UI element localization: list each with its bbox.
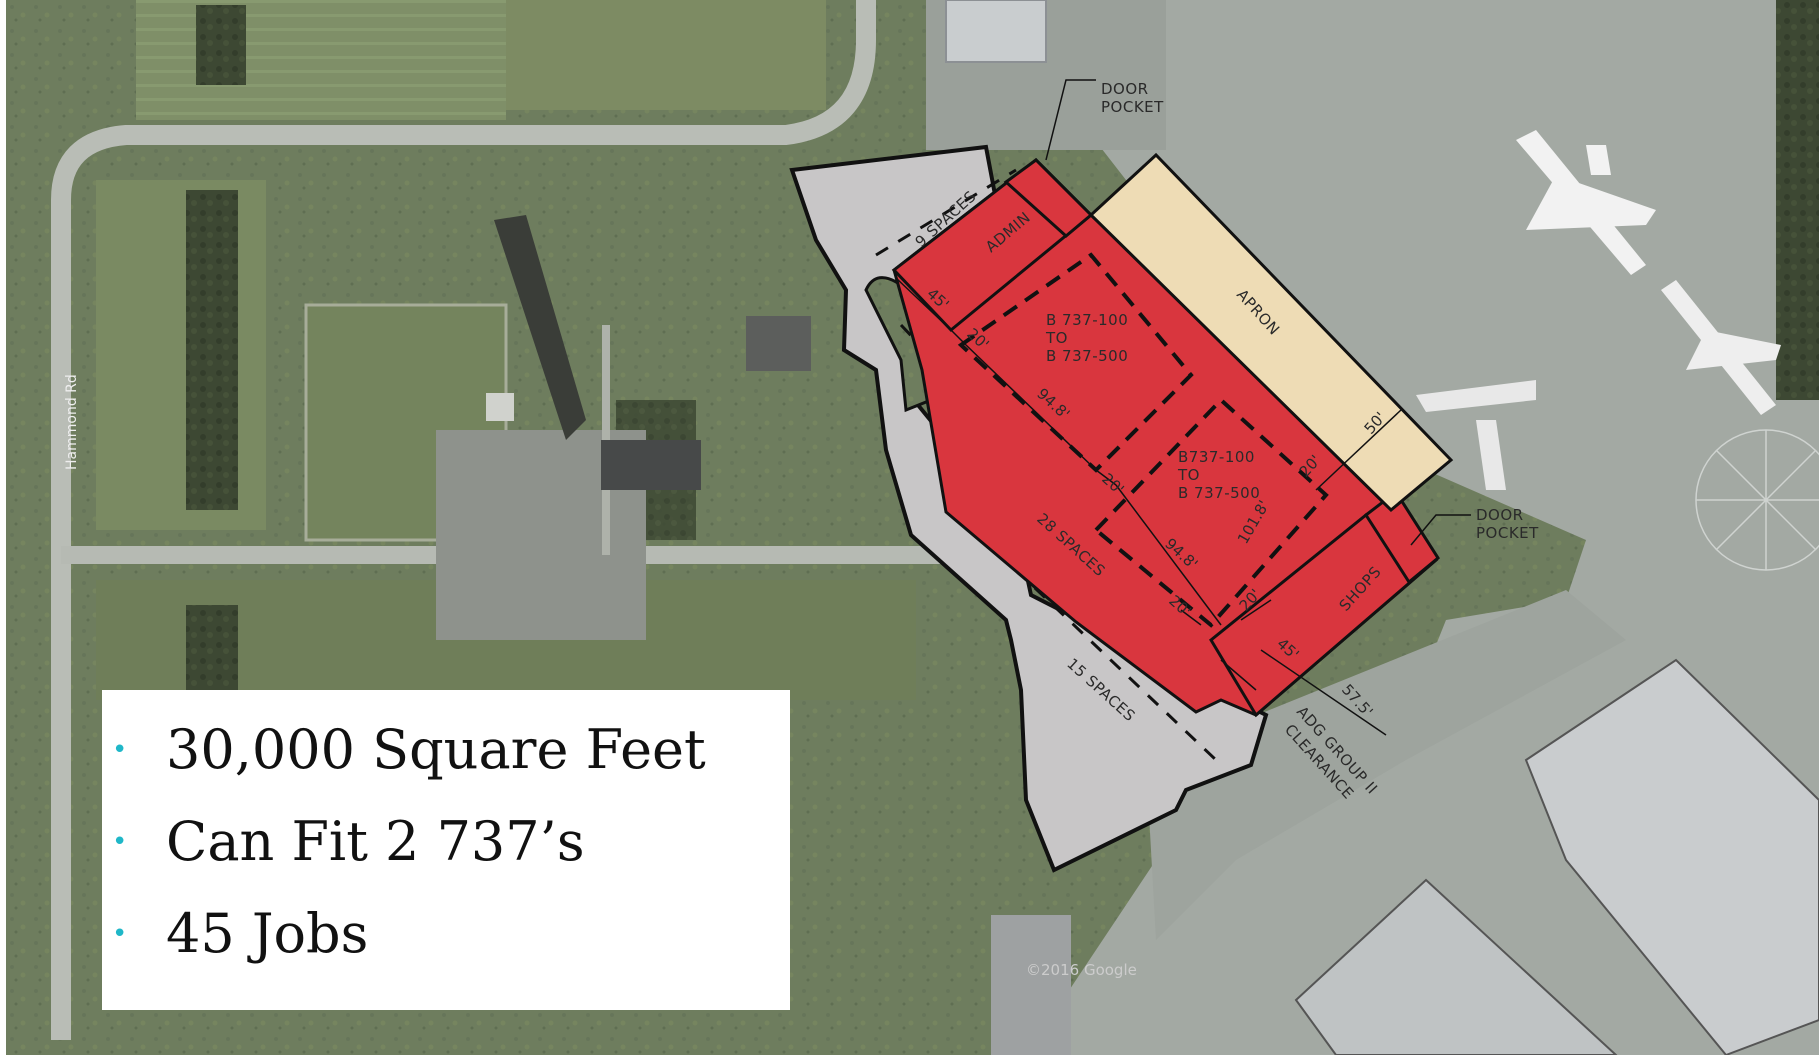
field-left — [96, 180, 266, 530]
summary-callout-box: • 30,000 Square Feet • Can Fit 2 737’s • 45… — [102, 690, 790, 1010]
access-road — [51, 0, 876, 1040]
terminal-building — [601, 440, 701, 490]
summary-item-area: • 30,000 Square Feet — [102, 704, 790, 796]
summary-item-text: Can Fit 2 737’s — [166, 810, 585, 873]
tree-row-right — [1776, 0, 1819, 400]
summary-item-jobs: • 45 Jobs — [102, 888, 790, 980]
hangar-lower-middle — [1294, 878, 1618, 1055]
bay-1-line-2: TO — [1045, 329, 1068, 347]
bullet-icon: • — [112, 827, 128, 857]
aerial-site-plan: Hammond Rd ADMIN APRON SHOPS B 737-10 — [6, 0, 1819, 1055]
hangar-bottom-small — [991, 915, 1071, 1055]
bay-2-line-1: B737-100 — [1178, 448, 1255, 466]
bay-1-line-3: B 737-500 — [1046, 347, 1128, 365]
road-label: Hammond Rd — [64, 374, 80, 470]
radar-dish — [1695, 429, 1819, 571]
door-pocket-right-callout: DOOR POCKET — [1410, 506, 1539, 546]
stalls-15 — [1014, 568, 1218, 762]
hangar-top — [945, 0, 1047, 63]
taxiway-lower — [1146, 590, 1626, 940]
small-building — [746, 316, 811, 371]
field-top-left — [136, 0, 506, 120]
aircraft-right — [1661, 280, 1781, 415]
tower-shadow — [494, 215, 586, 440]
summary-item-capacity: • Can Fit 2 737’s — [102, 796, 790, 888]
bay-2-label: B737-100 TO B 737-500 — [1177, 448, 1260, 502]
tree-line-3 — [186, 605, 238, 700]
summary-list: • 30,000 Square Feet • Can Fit 2 737’s • 45… — [102, 690, 790, 980]
shed — [486, 393, 514, 421]
stalls-9 — [875, 168, 1017, 257]
door-pocket-right-line-2: POCKET — [1476, 524, 1539, 542]
site-plan-frame: Hammond Rd ADMIN APRON SHOPS B 737-10 — [6, 0, 1819, 1055]
tree-line-1 — [186, 190, 238, 510]
aircraft-middle — [1416, 380, 1536, 490]
door-pocket-top-line-1: DOOR — [1101, 80, 1149, 98]
bay-2-outline — [1093, 397, 1329, 628]
field-top-middle — [506, 0, 826, 110]
door-pocket-top-line-2: POCKET — [1101, 98, 1164, 116]
summary-item-text: 45 Jobs — [166, 902, 369, 965]
apron — [1088, 152, 1454, 513]
tree-line-2 — [196, 5, 246, 85]
bay-2-line-2: TO — [1177, 466, 1200, 484]
bay-2-line-3: B 737-500 — [1178, 484, 1260, 502]
bay-1-label: B 737-100 TO B 737-500 — [1045, 311, 1128, 365]
door-pocket-top-callout: DOOR POCKET — [1045, 79, 1164, 161]
aircraft-top-right — [1516, 130, 1656, 275]
bullet-icon: • — [112, 735, 128, 765]
bay-1-outline — [957, 252, 1194, 473]
door-pocket-right-line-1: DOOR — [1476, 506, 1524, 524]
map-attribution: ©2016 Google — [1026, 961, 1137, 979]
bay-1-line-1: B 737-100 — [1046, 311, 1128, 329]
bullet-icon: • — [112, 919, 128, 949]
summary-item-text: 30,000 Square Feet — [166, 718, 706, 781]
hangar-lower-right — [1524, 658, 1819, 1055]
